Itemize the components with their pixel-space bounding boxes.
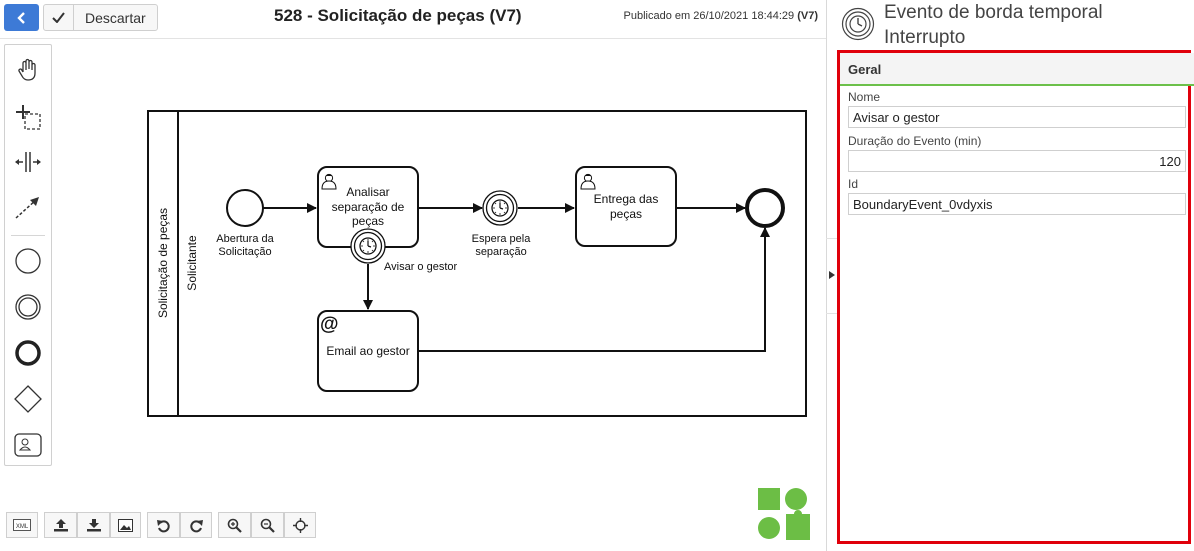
zoom-out-button[interactable] <box>251 512 284 538</box>
zoom-in-button[interactable] <box>218 512 251 538</box>
start-event-tool[interactable] <box>5 241 51 281</box>
company-logo <box>758 488 810 540</box>
publish-version: (V7) <box>797 10 818 22</box>
chevron-left-icon <box>16 11 25 24</box>
lasso-icon <box>16 105 41 130</box>
panel-splitter[interactable] <box>826 0 827 551</box>
redo-button[interactable] <box>180 512 212 538</box>
duration-label: Duração do Evento (min) <box>848 134 982 148</box>
redo-icon <box>189 519 203 532</box>
timer-event-icon <box>841 7 875 41</box>
recenter-button[interactable] <box>284 512 316 538</box>
name-label: Nome <box>848 90 881 104</box>
task-deliver[interactable] <box>575 166 677 247</box>
pool-label: Solicitação de peças <box>156 208 170 318</box>
task-deliver-label-1: Entrega das <box>594 192 659 206</box>
image-button[interactable] <box>110 512 141 538</box>
upload-icon <box>53 519 68 532</box>
tool-palette <box>4 44 52 466</box>
publish-status: Publicado em 26/10/2021 18:44:29 (V7) <box>624 10 818 22</box>
section-general[interactable]: Geral <box>840 53 1194 86</box>
hand-icon <box>18 58 36 81</box>
page-title: 528 - Solicitação de peças (V7) <box>274 6 522 25</box>
boundary-timer-event[interactable] <box>350 228 386 264</box>
bpmn-canvas[interactable]: Solicitação de peças Solicitante Abertur… <box>0 0 826 500</box>
save-button[interactable] <box>44 5 74 30</box>
palette-separator <box>11 235 45 236</box>
task-deliver-label-2: peças <box>610 207 642 221</box>
crosshair-icon <box>292 517 308 533</box>
timer-event-label-2: separação <box>475 246 526 258</box>
xml-label: XML <box>16 524 29 530</box>
intermediate-event-icon <box>15 294 41 320</box>
flow-email-to-end[interactable] <box>418 227 770 352</box>
connect-arrow-icon <box>15 197 39 219</box>
end-event-icon <box>15 340 41 366</box>
duration-field[interactable]: 120 <box>848 150 1186 172</box>
intermediate-event-tool[interactable] <box>5 287 51 327</box>
space-tool[interactable] <box>5 142 51 182</box>
email-marker-icon: @ <box>320 314 339 335</box>
boundary-event-label: Avisar o gestor <box>384 261 458 273</box>
timer-event[interactable] <box>482 190 518 226</box>
xml-button[interactable]: XML <box>6 512 38 538</box>
lane-label: Solicitante <box>185 235 199 291</box>
image-icon <box>118 518 133 532</box>
discard-button[interactable]: Descartar <box>85 9 146 26</box>
properties-panel-highlight <box>837 50 1191 544</box>
end-event[interactable] <box>745 188 785 228</box>
id-label: Id <box>848 177 859 191</box>
task-analyze-label-3: peças <box>352 214 384 228</box>
task-email-label: Email ao gestor <box>326 344 409 358</box>
header-divider <box>0 38 826 39</box>
start-event[interactable] <box>226 189 264 227</box>
connect-tool[interactable] <box>5 187 51 227</box>
task-analyze-label-2: separação de <box>332 200 405 214</box>
check-icon <box>52 12 65 23</box>
task-tool[interactable] <box>5 425 51 465</box>
collapse-arrow-icon[interactable] <box>829 271 835 279</box>
timer-icon <box>359 237 377 255</box>
hand-tool[interactable] <box>5 50 51 90</box>
lasso-tool[interactable] <box>5 97 51 137</box>
end-event-tool[interactable] <box>5 333 51 373</box>
publish-date: Publicado em 26/10/2021 18:44:29 <box>623 10 795 22</box>
user-task-icon <box>14 433 42 457</box>
back-button[interactable] <box>4 4 39 31</box>
pool[interactable] <box>147 110 807 417</box>
task-analyze-label-1: Analisar <box>346 185 389 199</box>
gateway-icon <box>14 385 42 413</box>
splitter-handle[interactable] <box>826 238 837 314</box>
undo-button[interactable] <box>147 512 180 538</box>
zoom-in-icon <box>227 518 242 533</box>
download-icon <box>86 519 101 532</box>
xml-icon: XML <box>13 519 31 531</box>
task-email[interactable] <box>317 310 419 392</box>
timer-icon <box>491 199 509 217</box>
name-field[interactable]: Avisar o gestor <box>848 106 1186 128</box>
gateway-tool[interactable] <box>5 379 51 419</box>
start-event-label-2: Solicitação <box>218 246 271 258</box>
id-field[interactable]: BoundaryEvent_0vdyxis <box>848 193 1186 215</box>
export-button[interactable] <box>77 512 110 538</box>
undo-icon <box>157 519 170 532</box>
import-button[interactable] <box>44 512 77 538</box>
timer-event-label-1: Espera pela <box>472 233 532 245</box>
zoom-out-icon <box>260 518 275 533</box>
start-event-icon <box>15 248 41 274</box>
panel-title: Evento de borda temporal Interrupto <box>884 2 1103 48</box>
start-event-label-1: Abertura da <box>216 233 274 245</box>
space-icon <box>15 152 41 172</box>
edit-actions: Descartar <box>43 4 158 31</box>
